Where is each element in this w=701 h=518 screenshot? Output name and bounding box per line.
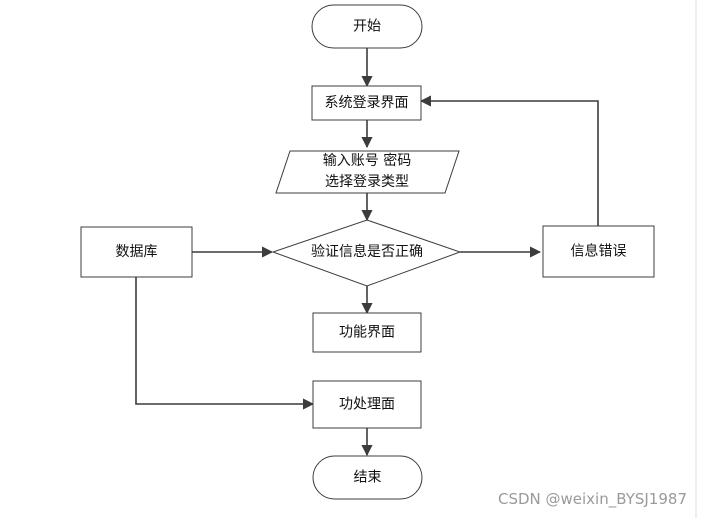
- process-node: 功处理面: [312, 380, 422, 429]
- database-shape: [80, 226, 193, 278]
- process-label: 功处理面: [339, 397, 395, 413]
- verify-label: 验证信息是否正确: [311, 243, 423, 260]
- login-label: 系统登录界面: [325, 95, 409, 111]
- input-label-line1: 输入账号 密码: [323, 152, 411, 169]
- login-node: 系统登录界面: [311, 85, 422, 121]
- end-label: 结束: [354, 470, 382, 486]
- edge-database-process: [135, 277, 315, 410]
- watermark: CSDN @weixin_BYSJ1987: [497, 490, 687, 508]
- login-shape: [311, 85, 422, 121]
- input-node: 输入账号 密码 选择登录类型: [275, 150, 460, 194]
- input-shape: [275, 150, 460, 194]
- start-shape: [311, 4, 423, 49]
- end-shape: [312, 455, 423, 500]
- start-node: 开始: [311, 4, 423, 49]
- function-label: 功能界面: [339, 325, 395, 341]
- end-node: 结束: [312, 455, 423, 500]
- start-label: 开始: [353, 19, 381, 35]
- error-shape: [542, 225, 655, 278]
- function-node: 功能界面: [312, 312, 422, 353]
- database-node: 数据库: [80, 226, 193, 278]
- verify-node: 验证信息是否正确: [271, 219, 462, 287]
- input-label-line2: 选择登录类型: [325, 174, 409, 190]
- process-shape: [312, 380, 422, 429]
- database-label: 数据库: [116, 244, 158, 260]
- verify-shape: [271, 219, 462, 287]
- error-label: 信息错误: [571, 243, 627, 260]
- function-shape: [312, 312, 422, 353]
- error-node: 信息错误: [542, 225, 655, 278]
- edge-error-login: [419, 95, 599, 226]
